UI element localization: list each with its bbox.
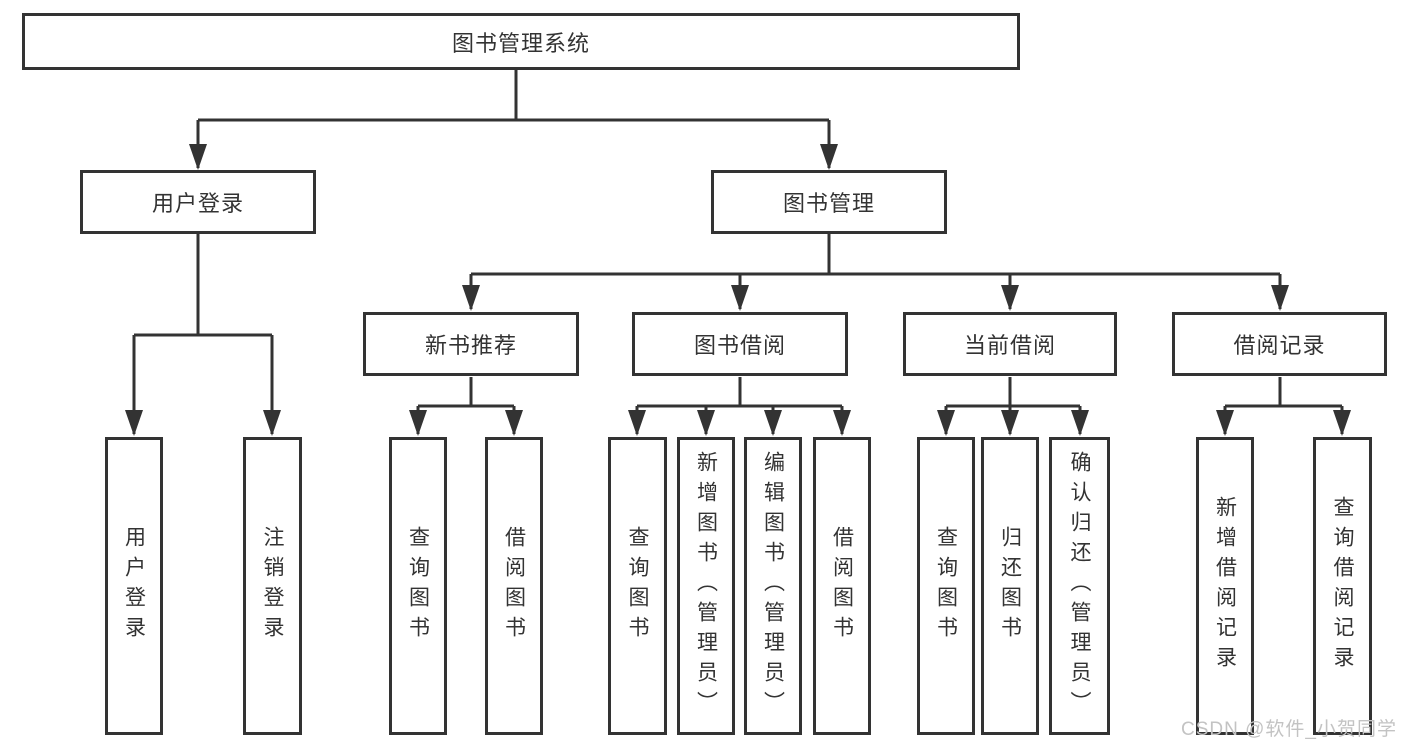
leaf-label: 查询图书 [934, 526, 958, 646]
leaf-current-query-books: 查询图书 [917, 437, 975, 735]
leaf-borrowing-add-books-admin: 新增图书（管理员） [677, 437, 735, 735]
leaf-records-query-record: 查询借阅记录 [1313, 437, 1372, 735]
node-label: 借阅记录 [1233, 333, 1326, 358]
leaf-label: 归还图书 [998, 526, 1022, 646]
leaf-label: 借阅图书 [830, 526, 854, 646]
leaf-recommend-borrow-books: 借阅图书 [485, 437, 543, 735]
node-label: 图书借阅 [693, 333, 786, 358]
leaf-user-login: 用户登录 [105, 437, 163, 735]
leaf-label: 查询图书 [626, 526, 649, 646]
leaf-label: 借阅图书 [502, 526, 526, 646]
node-book-management: 图书管理 [711, 170, 947, 234]
leaf-label: 编辑图书（管理员） [761, 451, 785, 721]
node-library-management-system: 图书管理系统 [22, 13, 1020, 70]
node-label: 用户登录 [151, 191, 244, 216]
node-label: 图书管理 [782, 191, 875, 216]
leaf-borrowing-query-books: 查询图书 [608, 437, 667, 735]
leaf-borrowing-edit-books-admin: 编辑图书（管理员） [744, 437, 802, 735]
leaf-current-return-books: 归还图书 [981, 437, 1039, 735]
node-current-borrowing: 当前借阅 [903, 312, 1117, 376]
leaf-borrowing-borrow-books: 借阅图书 [813, 437, 871, 735]
node-label: 图书管理系统 [451, 30, 590, 56]
node-new-book-recommend: 新书推荐 [363, 312, 579, 376]
leaf-logout: 注销登录 [243, 437, 302, 735]
node-borrowing-records: 借阅记录 [1172, 312, 1387, 376]
leaf-current-confirm-return-admin: 确认归还（管理员） [1049, 437, 1110, 735]
leaf-label: 查询借阅记录 [1331, 496, 1354, 676]
leaf-label: 注销登录 [261, 526, 284, 646]
leaf-label: 用户登录 [122, 526, 146, 646]
node-user-login-group: 用户登录 [80, 170, 316, 234]
node-label: 当前借阅 [963, 333, 1056, 358]
leaf-label: 新增借阅记录 [1213, 496, 1237, 676]
leaf-recommend-query-books: 查询图书 [389, 437, 447, 735]
leaf-label: 新增图书（管理员） [694, 451, 718, 721]
leaf-records-add-record: 新增借阅记录 [1196, 437, 1254, 735]
leaf-label: 确认归还（管理员） [1068, 451, 1091, 721]
leaf-label: 查询图书 [406, 526, 430, 646]
csdn-watermark: CSDN @软件_小贺同学 [1181, 719, 1397, 740]
node-label: 新书推荐 [424, 333, 517, 358]
node-book-borrowing: 图书借阅 [632, 312, 848, 376]
